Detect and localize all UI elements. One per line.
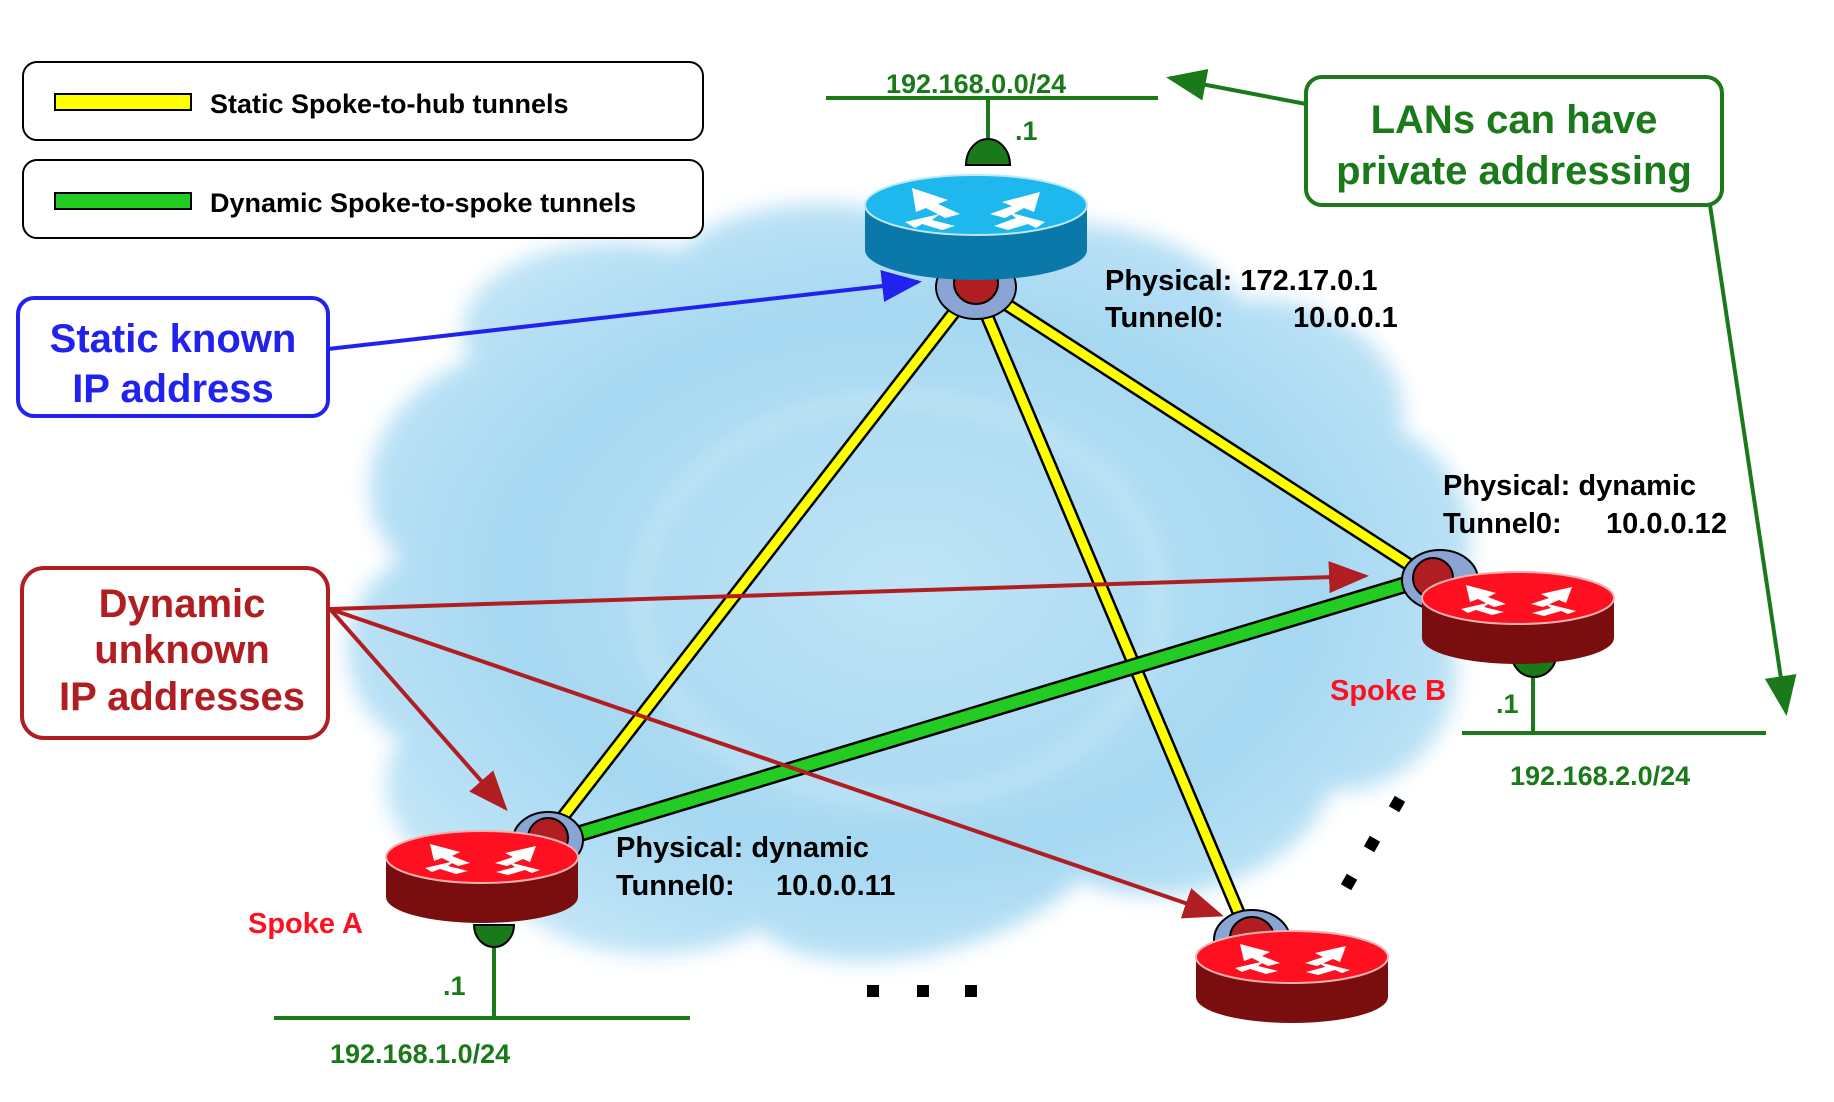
tunnel-hub-spoke-a: [539, 283, 979, 845]
spoke-a-lan: 192.168.1.0/24 .1: [274, 935, 690, 1069]
callout-lans-private-addressing: LANs can have private addressing: [1166, 69, 1797, 716]
router-arrows-icon: [425, 844, 540, 875]
router-arrows-icon: [905, 188, 1045, 230]
callout-dynamic-arrow-spoke-a: [328, 607, 508, 812]
callout-dynamic-line-1: Dynamic: [99, 582, 266, 626]
callout-lans-arrow-hub: [1166, 69, 1307, 106]
hub-tunnel-address: 10.0.0.1: [1293, 302, 1398, 334]
spoke-a-host-address: .1: [443, 971, 466, 1001]
spoke-b-info: Physical: dynamic Tunnel0: 10.0.0.12 Spo…: [1330, 470, 1727, 707]
hub-host-address: .1: [1015, 116, 1038, 146]
legend-label-dynamic: Dynamic Spoke-to-spoke tunnels: [210, 188, 636, 218]
legend: Static Spoke-to-hub tunnels Dynamic Spok…: [22, 61, 704, 239]
hub-lan-interface-icon: [964, 138, 1012, 166]
router-arrows-icon: [1235, 944, 1350, 975]
callout-lans-line-1: LANs can have: [1371, 98, 1658, 142]
legend-label-static: Static Spoke-to-hub tunnels: [210, 89, 569, 119]
callout-lans-line-2: private addressing: [1336, 149, 1692, 193]
callout-dynamic-unknown-ip: Dynamic unknown IP addresses: [20, 561, 1369, 919]
tunnels: [539, 280, 1430, 938]
spoke-a-lan-subnet: 192.168.1.0/24: [330, 1039, 510, 1069]
tunnel-spoke-a-spoke-b: [549, 569, 1430, 851]
tunnel-hub-spoke-b: [974, 280, 1429, 581]
more-spokes-ellipsis: [867, 795, 1406, 997]
spoke-b-name: Spoke B: [1330, 675, 1446, 707]
hub-info: Physical: 172.17.0.1 Tunnel0: 10.0.0.1: [1105, 265, 1398, 334]
callout-dynamic-line-2: unknown: [94, 628, 270, 672]
spoke-a-physical-address: Physical: dynamic: [616, 832, 869, 864]
callout-dynamic-arrow-spoke-b: [329, 561, 1369, 611]
spoke-b-host-address: .1: [1496, 689, 1519, 719]
callout-dynamic-arrow-spoke-c: [329, 607, 1224, 919]
spoke-a-router[interactable]: [385, 811, 584, 923]
callout-static-line-1: Static known: [50, 317, 297, 361]
spoke-a-name: Spoke A: [248, 908, 363, 940]
tunnel-hub-spoke-c: [969, 287, 1255, 938]
legend-item-static: Static Spoke-to-hub tunnels: [22, 61, 704, 141]
spoke-a-info: Physical: dynamic Tunnel0: 10.0.0.11 Spo…: [248, 832, 895, 940]
callout-static-known-ip: Static known IP address: [16, 270, 922, 418]
spoke-b-tunnel-label: Tunnel0:: [1443, 508, 1562, 540]
spoke-a-lan-interface-icon: [472, 924, 516, 948]
spoke-b-tunnel-address: 10.0.0.12: [1606, 508, 1727, 540]
legend-swatch-static: [54, 93, 192, 111]
spoke-c-router[interactable]: [1195, 909, 1389, 1023]
spoke-b-lan-subnet: 192.168.2.0/24: [1510, 761, 1690, 791]
hub-router[interactable]: [864, 174, 1088, 320]
spoke-a-tunnel-address: 10.0.0.11: [776, 870, 895, 902]
legend-swatch-dynamic: [54, 192, 192, 210]
spoke-b-lan: 192.168.2.0/24 .1: [1462, 668, 1766, 791]
spoke-b-physical-address: Physical: dynamic: [1443, 470, 1696, 502]
callout-lans-arrow-spoke-b: [1708, 204, 1797, 716]
hub-physical-address: Physical: 172.17.0.1: [1105, 265, 1377, 297]
callout-static-line-2: IP address: [72, 367, 274, 411]
hub-lan-subnet: 192.168.0.0/24: [886, 69, 1066, 99]
callout-static-arrow: [327, 270, 922, 351]
hub-lan: 192.168.0.0/24 .1: [826, 69, 1158, 155]
hub-tunnel-label: Tunnel0:: [1105, 302, 1224, 334]
legend-item-dynamic: Dynamic Spoke-to-spoke tunnels: [22, 159, 704, 239]
callout-dynamic-line-3: IP addresses: [59, 675, 305, 719]
spoke-b-router[interactable]: [1401, 549, 1615, 664]
spoke-a-tunnel-label: Tunnel0:: [616, 870, 735, 902]
router-arrows-icon: [1461, 585, 1576, 616]
